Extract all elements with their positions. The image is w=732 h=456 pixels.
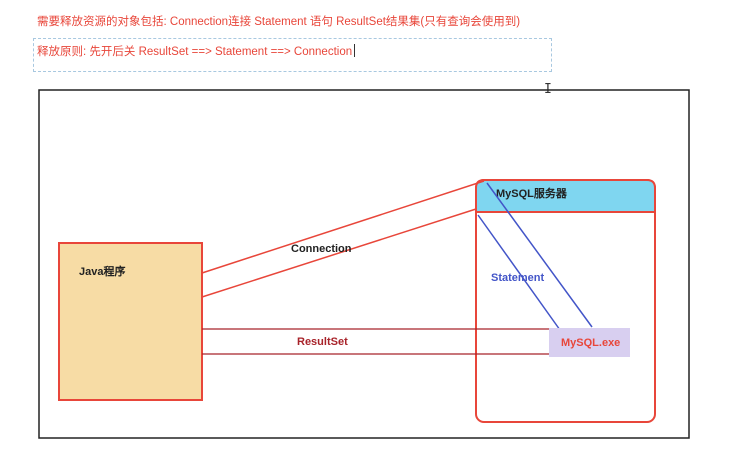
diagram-frame <box>38 89 690 439</box>
text-caret <box>354 44 356 57</box>
resultset-label: ResultSet <box>297 336 348 348</box>
mysql-exe-label: MySQL.exe <box>561 337 620 349</box>
statement-label: Statement <box>491 272 545 284</box>
mysql-exe-box <box>549 328 630 357</box>
mysql-server-label: MySQL服务器 <box>496 186 568 200</box>
java-program-box <box>58 242 203 401</box>
java-program-label: Java程序 <box>79 264 125 278</box>
connection-line-top <box>201 180 485 274</box>
connection-label: Connection <box>291 243 352 255</box>
text-edit-box[interactable] <box>33 38 552 72</box>
note-release-principle-line[interactable]: 释放原则: 先开后关 ResultSet ==> Statement ==> C… <box>37 43 356 59</box>
release-principle-text: 释放原则: 先开后关 ResultSet ==> Statement ==> C… <box>37 46 353 58</box>
mysql-server-box <box>475 179 656 423</box>
note-resources-line: 需要释放资源的对象包括: Connection连接 Statement 语句 R… <box>37 16 521 28</box>
mysql-server-header <box>475 179 656 213</box>
statement-line-2 <box>477 214 561 331</box>
connection-line-bottom <box>201 208 477 298</box>
statement-line-1 <box>486 182 593 328</box>
